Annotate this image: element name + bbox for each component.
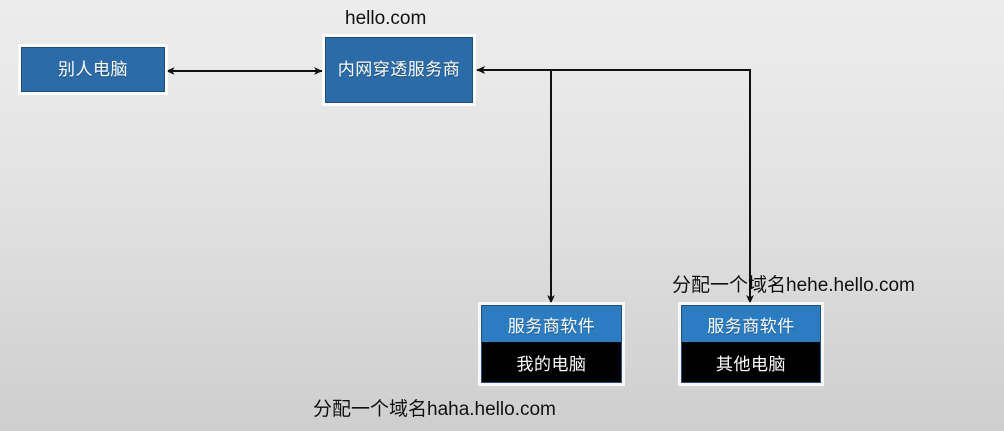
arrow-my-pc-to-provider	[476, 66, 552, 303]
my-pc-domain-label: 分配一个域名haha.hello.com	[313, 399, 556, 420]
node-my-pc-machine-label: 我的电脑	[482, 342, 621, 382]
other-pc2-domain-label: 分配一个域名hehe.hello.com	[672, 275, 915, 296]
node-provider[interactable]: 内网穿透服务商	[325, 37, 473, 103]
node-other-pc2-machine-label: 其他电脑	[682, 342, 820, 382]
node-my-pc-software-label: 服务商软件	[482, 306, 621, 342]
arrow-other-pc2-to-provider	[476, 66, 751, 303]
provider-domain-label: hello.com	[345, 8, 427, 29]
node-other-pc2-software-label: 服务商软件	[682, 306, 820, 342]
node-other-pc[interactable]: 别人电脑	[21, 47, 165, 92]
node-other-pc2[interactable]: 服务商软件 其他电脑	[681, 305, 821, 383]
node-provider-label: 内网穿透服务商	[337, 60, 461, 80]
node-my-pc[interactable]: 服务商软件 我的电脑	[481, 305, 622, 383]
node-other-pc-label: 别人电脑	[58, 59, 128, 79]
